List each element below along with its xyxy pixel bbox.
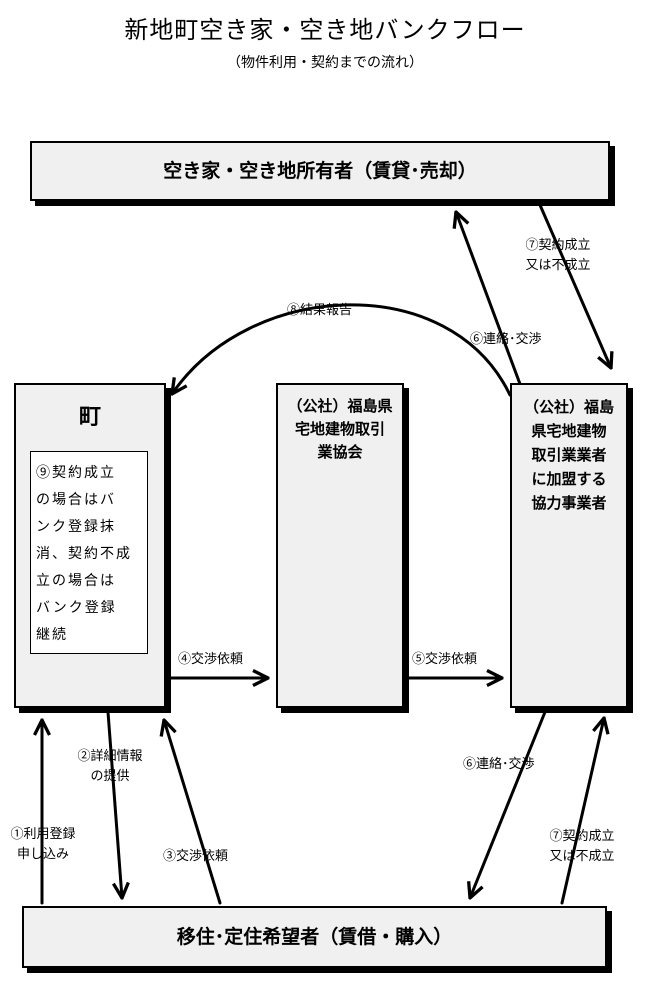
- business-box: （公社）福島 県宅地建物 取引業業者 に加盟する 協力事業者: [510, 383, 628, 708]
- label-step2: ②詳細情報 の提供: [77, 749, 143, 784]
- label-step7-top: ⑦契約成立 又は不成立: [525, 238, 591, 273]
- label-step8: ⑧結果報告: [287, 303, 353, 318]
- arrow-step7-top: [538, 203, 611, 368]
- arrow-step6-bottom: [470, 710, 547, 898]
- town-label: 町: [78, 405, 101, 430]
- label-step3: ③交渉依頼: [163, 849, 229, 864]
- page-title: 新地町空き家・空き地バンクフロー: [124, 16, 526, 44]
- label-step6-bottom: ⑥連絡･交渉: [463, 757, 535, 772]
- label-step4: ④交渉依頼: [178, 652, 244, 667]
- association-box: （公社）福島県 宅地建物取引 業協会: [276, 383, 404, 708]
- label-step6-top: ⑥連絡･交渉: [470, 332, 542, 347]
- owner-box: 空き家・空き地所有者（賃貸･売却）: [30, 141, 610, 201]
- business-label: （公社）福島 県宅地建物 取引業業者 に加盟する 協力事業者: [523, 398, 614, 512]
- arrow-step6-top: [456, 212, 522, 386]
- association-label: （公社）福島県 宅地建物取引 業協会: [287, 397, 393, 461]
- arrow-step3: [164, 720, 222, 905]
- arrow-step7-bottom: [560, 718, 604, 905]
- applicant-box: 移住･定住希望者（賃借・購入）: [22, 906, 607, 968]
- label-step7-bottom: ⑦契約成立 又は不成立: [549, 829, 615, 864]
- arrow-step2: [106, 710, 122, 898]
- applicant-label: 移住･定住希望者（賃借・購入）: [176, 926, 453, 948]
- owner-label: 空き家・空き地所有者（賃貸･売却）: [163, 160, 477, 182]
- label-step1: ①利用登録 申し込み: [10, 827, 76, 862]
- town-note: ⑨契約成立 の場合はバ ンク登録抹 消、契約不成 立の場合は バンク登録 継続: [30, 451, 148, 654]
- page-subtitle: （物件利用・契約までの流れ）: [227, 55, 423, 71]
- label-step5: ⑤交渉依頼: [412, 652, 478, 667]
- arrow-step8: [172, 303, 512, 395]
